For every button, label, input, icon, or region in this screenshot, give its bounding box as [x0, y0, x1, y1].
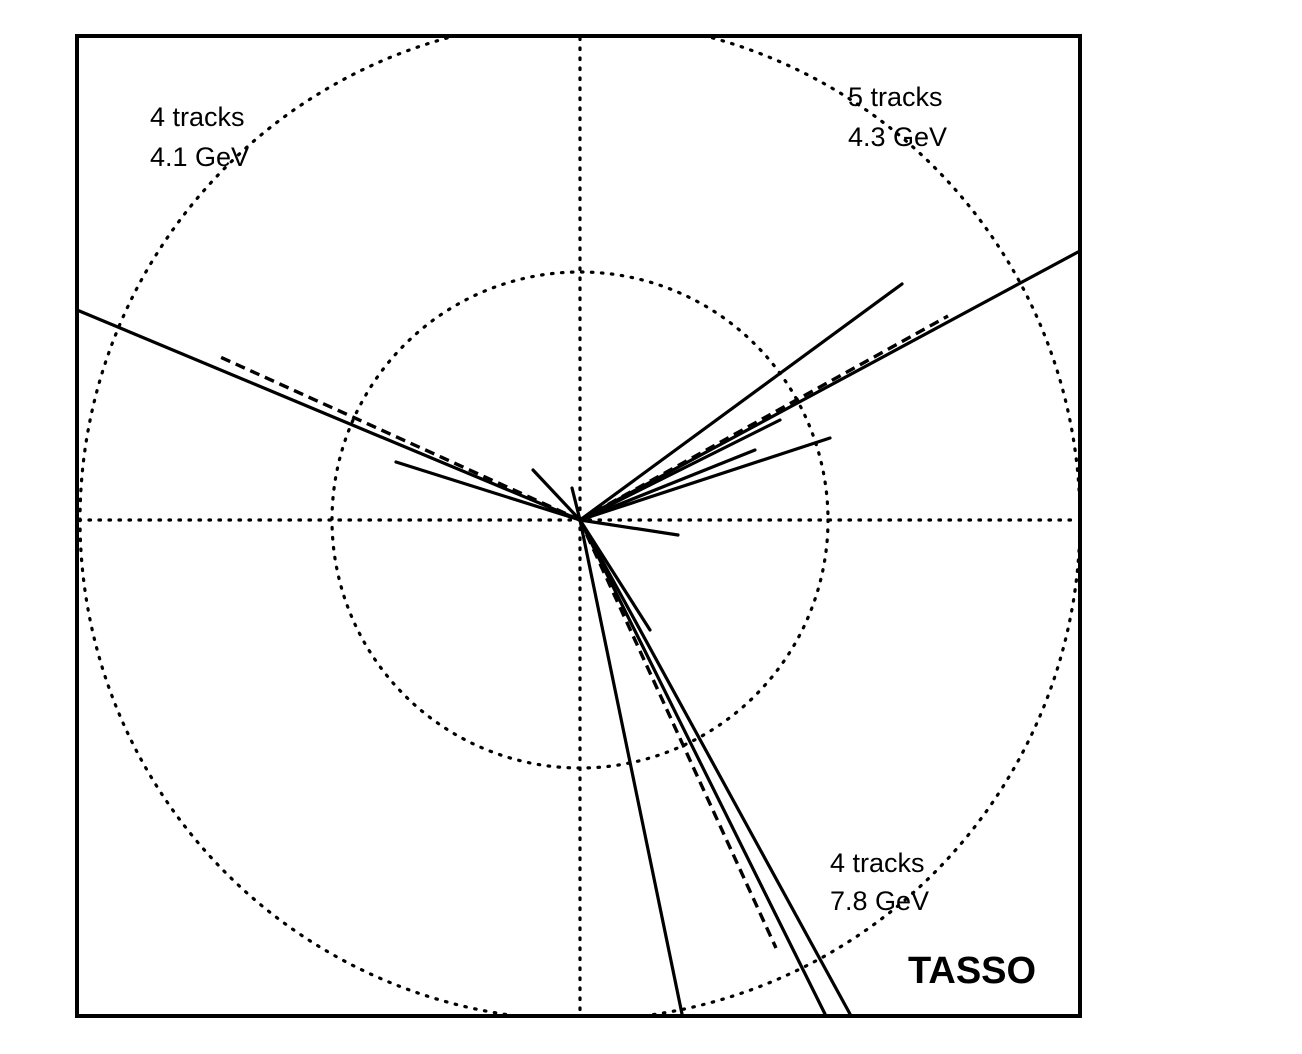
track-line [394, 460, 582, 522]
plot-frame [75, 34, 1082, 1018]
jet-axis-dashed [579, 314, 949, 522]
track-line [570, 486, 582, 522]
jet-upper-right [578, 250, 1080, 537]
track-line [578, 518, 680, 537]
track-line [531, 468, 582, 522]
jet-axis-dashed [578, 519, 778, 949]
track-line [77, 308, 582, 522]
jet-upper-left [77, 308, 582, 522]
jet-bottom-energy-label: 7.8 GeV [830, 886, 929, 916]
track-line [578, 418, 782, 522]
track-line [578, 448, 757, 522]
track-line [578, 518, 652, 632]
jet-bottom-tracks-label: 4 tracks [830, 848, 925, 878]
jet-upper-right-tracks-label: 5 tracks [848, 82, 943, 112]
jet-upper-left-tracks-label: 4 tracks [150, 102, 245, 132]
track-line [578, 518, 827, 1016]
jet-axis-dashed [217, 354, 581, 522]
jet-upper-right-energy-label: 4.3 GeV [848, 122, 947, 152]
track-line [578, 282, 904, 522]
experiment-label: TASSO [908, 950, 1036, 992]
track-line [578, 250, 1080, 522]
track-line [578, 436, 832, 522]
jet-bottom [578, 518, 852, 1016]
track-line [578, 518, 852, 1016]
jet-upper-left-energy-label: 4.1 GeV [150, 142, 249, 172]
track-line [578, 518, 684, 1016]
